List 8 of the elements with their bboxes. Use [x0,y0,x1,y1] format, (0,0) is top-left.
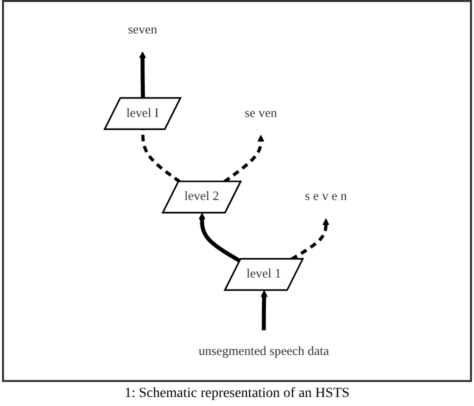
caption: 1: Schematic representation of an HSTS [123,385,351,403]
arrow [138,51,146,98]
node-text: seven [127,22,157,37]
arrow [198,212,241,263]
node-text: s e v e n [304,190,347,204]
arrow [260,290,268,330]
node-text: se ven [244,106,277,120]
node-text: unsegmented speech data [198,344,329,358]
